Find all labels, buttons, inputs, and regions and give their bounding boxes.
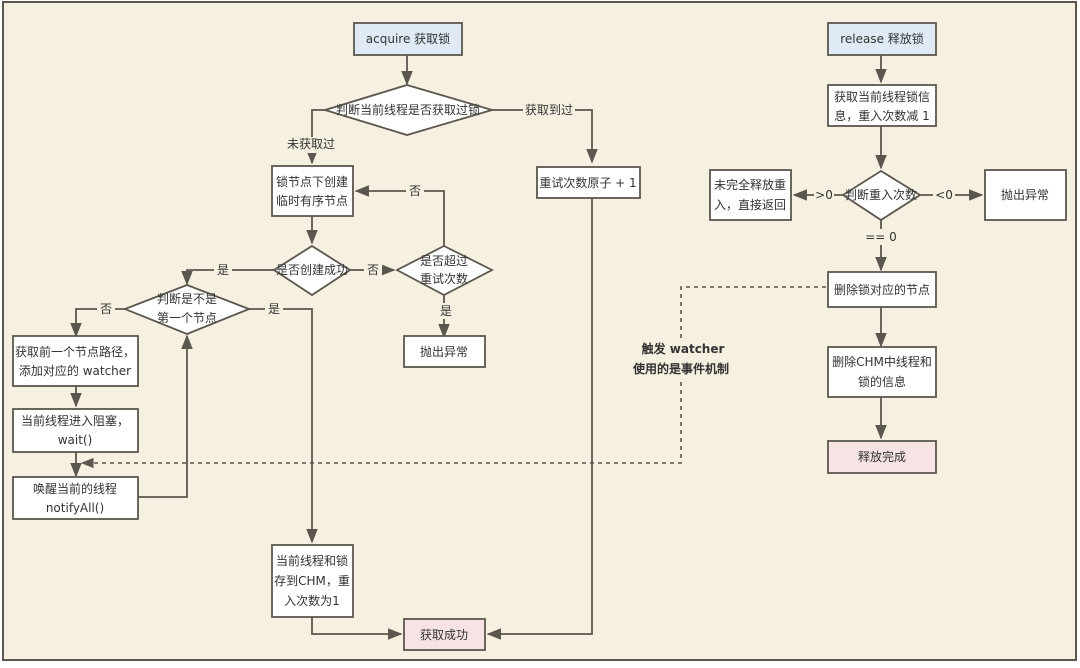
node-label-line-1: 是否超过 xyxy=(420,253,468,268)
edge-label-acquired: 获取到过 xyxy=(525,103,573,117)
edge-store-to-success xyxy=(311,617,403,640)
node-label-line-1: 判断是不是 xyxy=(157,291,217,306)
node-label-line-2: 息，重入次数减 1 xyxy=(834,108,929,123)
node-throw-exception-acquire: 抛出异常 xyxy=(403,335,486,368)
node-label: acquire 获取锁 xyxy=(366,31,450,46)
edge-label-not-acquired: 未获取过 xyxy=(287,137,335,151)
node-label: 判断当前线程是否获取过锁 xyxy=(336,102,480,117)
edge-retry-to-success xyxy=(486,198,593,640)
node-check-retry: 是否超过 重试次数 xyxy=(395,244,494,297)
node-create-node: 锁节点下创建 临时有序节点 xyxy=(271,165,354,217)
node-label: release 释放锁 xyxy=(840,31,924,46)
node-check-created: 是否创建成功 xyxy=(272,244,352,297)
node-label-line-1: 获取前一个节点路径， xyxy=(15,344,135,359)
node-label-line-1: 获取当前线程锁信 xyxy=(834,89,930,104)
node-label-line-1: 未完全释放重 xyxy=(714,177,786,192)
edge-label-lt0: <0 xyxy=(935,188,953,202)
node-label: 删除锁对应的节点 xyxy=(834,282,930,297)
node-release-start: release 释放锁 xyxy=(827,22,937,56)
node-label: 重试次数原子 + 1 xyxy=(539,175,636,190)
node-label-line-1: 当前线程和锁 xyxy=(276,553,348,568)
node-throw-exception-release: 抛出异常 xyxy=(984,169,1067,221)
node-check-acquired: 判断当前线程是否获取过锁 xyxy=(321,84,496,136)
node-label: 抛出异常 xyxy=(1001,187,1049,202)
edge-label-created-no: 否 xyxy=(367,263,379,277)
edge-created-yes xyxy=(181,269,274,286)
node-label-line-2: 临时有序节点 xyxy=(276,193,348,208)
node-get-info: 获取当前线程锁信 息，重入次数减 1 xyxy=(827,84,937,127)
node-check-count: 判断重入次数 xyxy=(841,169,922,222)
node-label: 获取成功 xyxy=(420,628,468,642)
node-label: 判断重入次数 xyxy=(845,187,917,202)
node-label-line-1: 锁节点下创建 xyxy=(276,174,348,189)
node-acquire-success: 获取成功 xyxy=(403,618,486,651)
watcher-note-line-2: 使用的是事件机制 xyxy=(632,361,729,376)
node-delete-chm: 删除CHM中线程和 锁的信息 xyxy=(827,346,937,398)
node-label-line-2: 入，直接返回 xyxy=(714,197,786,212)
node-block: 当前线程进入阻塞， wait() xyxy=(12,408,139,453)
edge-label-eq0: == 0 xyxy=(865,230,897,244)
node-label: 是否创建成功 xyxy=(276,263,348,277)
node-label: 抛出异常 xyxy=(420,344,468,359)
node-wake: 唤醒当前的线程 notifyAll() xyxy=(12,476,139,520)
watcher-note-line-1: 触发 watcher xyxy=(642,341,725,356)
node-not-fully-released: 未完全释放重 入，直接返回 xyxy=(709,169,792,221)
node-label-line-2: 添加对应的 watcher xyxy=(19,363,131,378)
edge-label-first-no: 否 xyxy=(100,302,112,316)
node-label-line-2: 重试次数 xyxy=(420,271,468,286)
node-label-line-1: 删除CHM中线程和 xyxy=(832,354,932,369)
edge-retry-no xyxy=(354,185,445,246)
edge-wake-to-check-first xyxy=(138,334,193,498)
node-release-done: 释放完成 xyxy=(827,440,937,474)
node-label-line-2: 锁的信息 xyxy=(858,374,906,389)
node-label: 释放完成 xyxy=(858,449,906,464)
edge-label-retry-no: 否 xyxy=(409,184,421,198)
node-acquire-start: acquire 获取锁 xyxy=(353,22,463,56)
node-check-first: 判断是不是 第一个节点 xyxy=(122,284,252,335)
node-delete-node: 删除锁对应的节点 xyxy=(827,271,937,308)
node-label-line-2: wait() xyxy=(58,433,93,447)
edge-label-first-yes: 是 xyxy=(268,302,280,316)
edge-label-retry-yes: 是 xyxy=(440,304,452,318)
node-store-chm: 当前线程和锁 存到CHM，重 入次数为1 xyxy=(271,544,354,618)
edge-label-gt0: >0 xyxy=(815,188,833,202)
node-retry-increment: 重试次数原子 + 1 xyxy=(536,166,641,199)
edge-label-created-yes: 是 xyxy=(217,263,229,277)
node-label-line-3: 入次数为1 xyxy=(284,593,340,608)
node-label-line-1: 唤醒当前的线程 xyxy=(33,481,117,496)
node-label-line-2: 第一个节点 xyxy=(157,311,217,325)
node-watch-prev: 获取前一个节点路径， 添加对应的 watcher xyxy=(12,335,139,387)
node-label-line-1: 当前线程进入阻塞， xyxy=(21,413,129,428)
node-label-line-2: notifyAll() xyxy=(46,501,104,515)
node-label-line-2: 存到CHM，重 xyxy=(274,574,350,588)
